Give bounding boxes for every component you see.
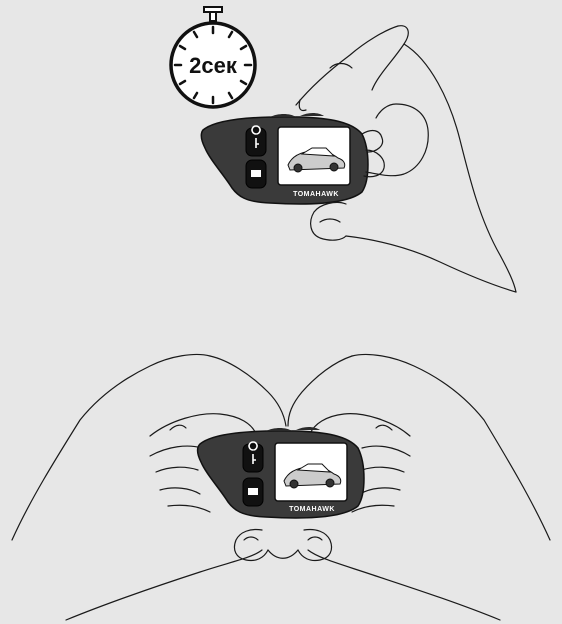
remote-brand-bottom: TOMAHAWK [289,506,335,513]
stopwatch-icon: 2сек [171,7,255,107]
timer-label: 2сек [189,53,238,78]
remote-brand-top: TOMAHAWK [293,191,339,198]
remote-bottom: TOMAHAWK [197,427,364,518]
remote-top: TOMAHAWK [201,113,368,204]
